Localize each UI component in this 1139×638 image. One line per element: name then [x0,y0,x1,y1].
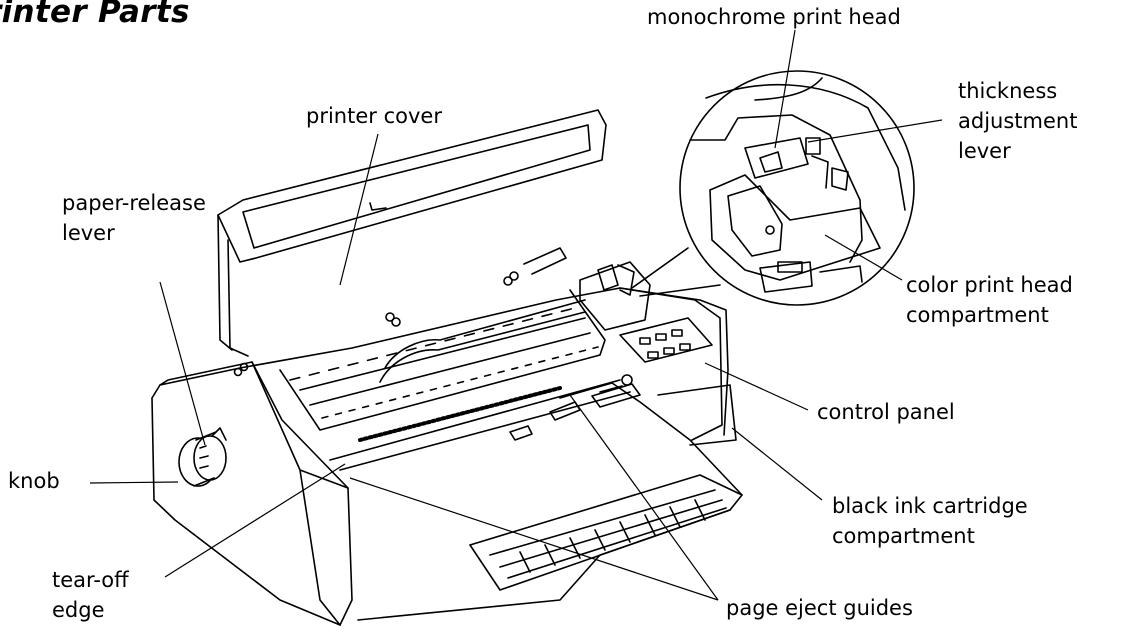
page-title: rinter Parts [0,0,190,30]
leader-thickness-adjustment-lever [807,119,943,143]
label-line: color print head [906,273,1073,297]
label-line: lever [958,139,1011,163]
label-line: black ink cartridge [832,494,1028,518]
label-line: compartment [832,524,975,548]
inset-magnified-view [631,70,915,306]
label-monochrome-print-head: monochrome print head [647,5,901,29]
label-tear-off-edge: tear-off edge [52,565,129,625]
label-line: paper-release [62,191,206,215]
leader-monochrome-print-head [774,29,796,149]
label-line: thickness [958,79,1058,103]
label-line: adjustment [958,109,1078,133]
label-line: tear-off [52,568,129,592]
label-control-panel: control panel [817,400,955,424]
label-knob: knob [8,469,60,493]
leader-page-eject-guides-1 [349,477,719,601]
label-line: lever [62,221,115,245]
leader-paper-release-lever [159,281,206,446]
leader-color-print-head-compartment [824,234,903,281]
label-line: compartment [906,303,1049,327]
label-line: edge [52,598,105,622]
knob-shape [178,427,227,487]
leader-tear-off-edge [164,463,346,578]
label-thickness-adjustment-lever: thickness adjustment lever [958,76,1077,166]
output-tray-shape [357,382,743,621]
label-page-eject-guides: page eject guides [726,596,913,620]
leader-knob [89,481,179,484]
leader-printer-cover [339,133,379,286]
label-paper-release-lever: paper-release lever [62,188,206,248]
leader-black-ink-cartridge-compartment [731,427,823,501]
label-black-ink-cartridge-compartment: black ink cartridge compartment [832,491,1028,551]
label-color-print-head-compartment: color print head compartment [906,270,1073,330]
leader-page-eject-guides-2 [569,394,719,601]
leader-control-panel [704,362,809,411]
printer-cover-shape [217,109,607,377]
label-printer-cover: printer cover [306,104,442,128]
printer-body-shape [151,261,737,626]
